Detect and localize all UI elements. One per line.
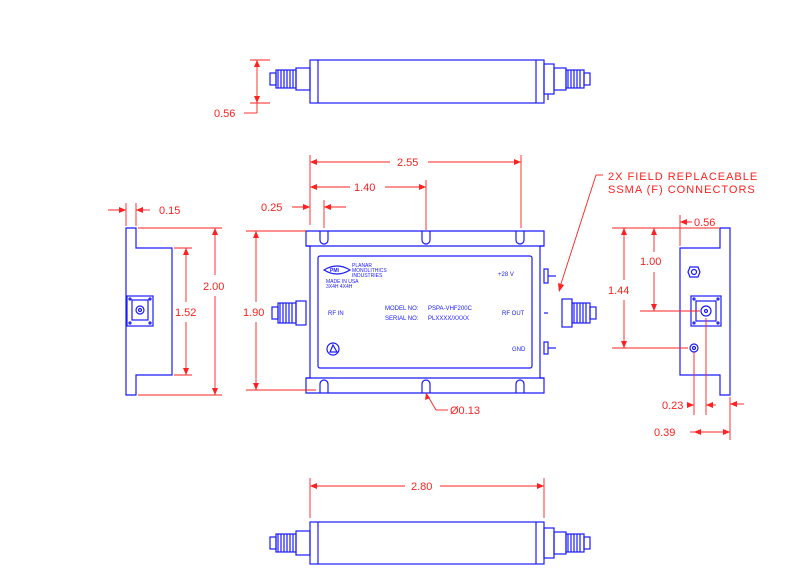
dim-height-holes: 1.90 xyxy=(243,230,316,391)
model-value: PSPA-VHF200C xyxy=(428,306,473,312)
dim-conn-offset2: 0.39 xyxy=(654,397,744,440)
top-view-body xyxy=(309,59,545,104)
rf-out-label: RF OUT xyxy=(502,311,525,317)
dim-flange: 0.15 xyxy=(108,203,180,226)
bottom-view-body xyxy=(309,521,545,565)
dim-conn-upper-label: 1.00 xyxy=(640,256,661,268)
dim-hole-offset: 0.25 xyxy=(261,200,346,228)
dim-bottom-width-label: 2.80 xyxy=(411,481,432,493)
right-end-view: 0.56 1.00 1.44 xyxy=(608,215,744,440)
dim-conn-lower-label: 1.44 xyxy=(608,285,629,297)
note-line2: SSMA (F) CONNECTORS xyxy=(608,184,756,196)
bottom-right-connector xyxy=(543,527,591,559)
top-left-connector xyxy=(269,67,311,91)
note-line1: 2X FIELD REPLACEABLE xyxy=(608,171,758,183)
made-in-line2: 3X4H 4X4H xyxy=(326,284,353,290)
left-end-body xyxy=(125,227,173,396)
top-right-connector xyxy=(543,63,591,100)
front-view: PMI PLANAR MONOLITHICS INDUSTRIES MADE I… xyxy=(243,155,597,417)
dim-conn-offset2-label: 0.39 xyxy=(654,427,675,439)
front-left-connector xyxy=(271,300,307,326)
left-end-connector-flange xyxy=(126,295,154,327)
dim-conn-offset1: 0.23 xyxy=(662,318,716,415)
dim-height-inner-label: 1.52 xyxy=(175,307,196,319)
company-line3: INDUSTRIES xyxy=(352,273,383,279)
top-view: 0.56 xyxy=(214,59,591,120)
voltage-label: +28 V xyxy=(498,272,514,278)
dim-conn-offset1-label: 0.23 xyxy=(662,400,683,412)
gnd-pin-icon xyxy=(689,343,699,353)
model-label: MODEL NO: xyxy=(385,306,419,312)
right-end-body xyxy=(679,227,731,396)
mounting-slots-top xyxy=(319,231,525,245)
gnd-label: GND xyxy=(512,347,526,353)
dim-conn-lower: 1.44 xyxy=(608,227,688,349)
dim-hole-spacing: 1.40 xyxy=(310,180,427,230)
company-line2: MONOLITHICS xyxy=(352,268,387,274)
made-in-line1: MADE IN USA xyxy=(326,279,359,285)
serial-label: SERIAL NO: xyxy=(385,316,419,322)
label-plate xyxy=(317,255,533,369)
connector-note: 2X FIELD REPLACEABLE SSMA (F) CONNECTORS xyxy=(558,171,758,292)
left-end-view: 0.15 2.00 1.52 xyxy=(108,203,224,396)
dim-hole-diameter: Ø0.13 xyxy=(425,392,480,417)
dim-right-width-label: 0.56 xyxy=(694,217,715,229)
company-line1: PLANAR xyxy=(352,263,372,269)
rf-out-connector-detached xyxy=(561,298,597,328)
dim-conn-upper: 1.00 xyxy=(640,227,720,312)
triangle-symbol-icon xyxy=(326,342,340,356)
mounting-slots-bottom xyxy=(319,379,525,393)
dim-right-width: 0.56 xyxy=(679,215,715,246)
dim-height-holes-label: 1.90 xyxy=(243,307,264,319)
voltage-pin-icon xyxy=(687,266,701,278)
dim-hole-spacing-label: 1.40 xyxy=(354,182,375,194)
front-right-hardware xyxy=(543,268,556,355)
dim-height-body-label: 2.00 xyxy=(203,281,224,293)
logo-letters: PMI xyxy=(330,268,340,274)
company-logo: PMI PLANAR MONOLITHICS INDUSTRIES MADE I… xyxy=(322,263,387,290)
dim-hole-offset-label: 0.25 xyxy=(261,202,282,214)
dim-top-height-label: 0.56 xyxy=(214,108,235,120)
dim-top-height: 0.56 xyxy=(214,59,270,120)
bottom-view: 2.80 xyxy=(269,478,591,565)
dim-bottom-width: 2.80 xyxy=(309,478,545,518)
dim-width-overall-label: 2.55 xyxy=(397,157,418,169)
dim-height-body: 2.00 xyxy=(138,227,224,396)
dim-height-inner: 1.52 xyxy=(174,247,196,376)
dim-width-overall: 2.55 xyxy=(309,155,522,228)
dim-flange-label: 0.15 xyxy=(159,205,180,217)
rf-in-label: RF IN xyxy=(328,311,344,317)
dim-hole-diameter-label: Ø0.13 xyxy=(450,405,480,417)
serial-value: PLXXXX/XXXX xyxy=(428,316,469,322)
bottom-left-connector xyxy=(269,530,311,556)
